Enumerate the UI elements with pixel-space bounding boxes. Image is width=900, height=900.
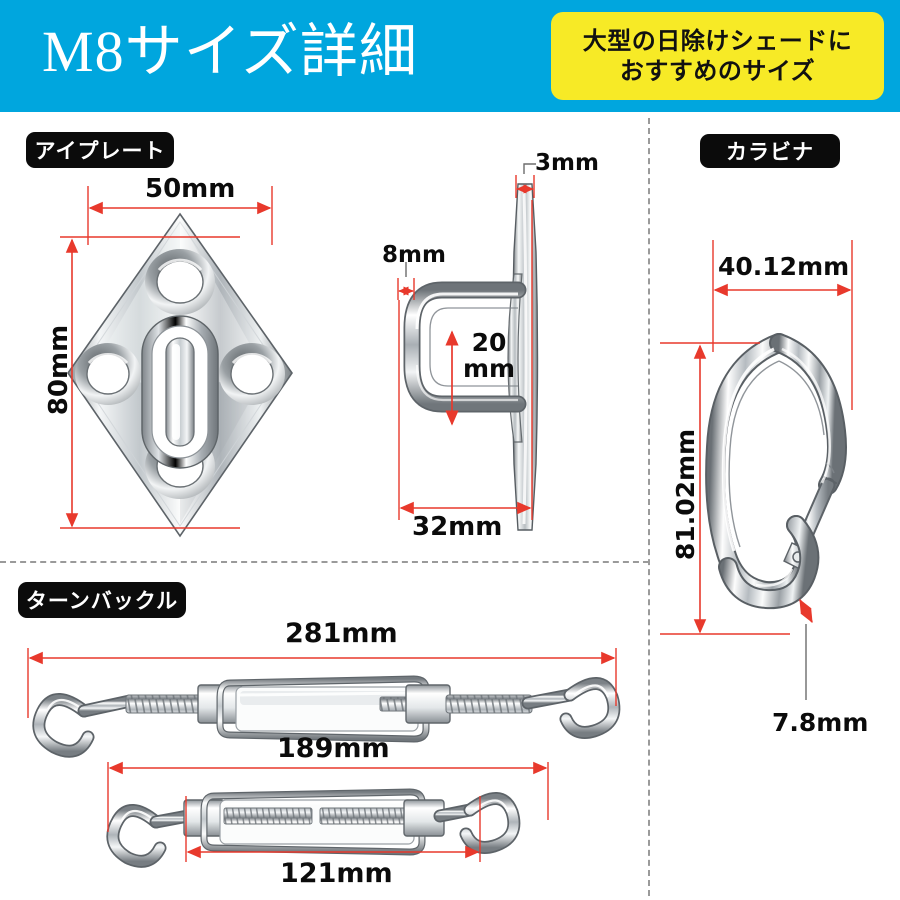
divider-horizontal <box>0 561 649 563</box>
badge-line-1: 大型の日除けシェードに <box>582 27 853 55</box>
label-loop-inner-height-unit: mm <box>463 354 516 383</box>
header-bar: M8サイズ詳細 大型の日除けシェードに おすすめのサイズ <box>0 0 900 112</box>
label-wire-diameter: 8mm <box>382 242 446 268</box>
eye-plate-front-illustration <box>67 212 293 538</box>
label-turnbuckle-retracted: 189mm <box>277 733 390 764</box>
eye-plate-side-illustration <box>403 183 539 531</box>
label-loop-inner-height-value: 20 <box>471 328 507 357</box>
label-carabiner-height: 81.02mm <box>671 428 701 561</box>
recommendation-badge: 大型の日除けシェードに おすすめのサイズ <box>551 12 884 100</box>
label-eye-plate-width: 50mm <box>145 174 236 204</box>
section-label-eye-plate: アイプレート <box>26 132 174 168</box>
label-total-depth: 32mm <box>412 512 503 542</box>
label-eye-plate-height: 80mm <box>44 324 75 416</box>
label-turnbuckle-extended: 281mm <box>285 618 398 649</box>
label-loop-inner-height: 20 mm <box>463 330 515 382</box>
carabiner-illustration <box>705 333 847 610</box>
turnbuckle-retracted-illustration <box>106 788 521 868</box>
label-turnbuckle-body: 121mm <box>280 858 393 889</box>
label-plate-thickness: 3mm <box>535 150 599 176</box>
divider-vertical <box>648 118 650 896</box>
label-carabiner-wire: 7.8mm <box>772 708 869 737</box>
label-carabiner-width: 40.12mm <box>718 252 850 281</box>
page-title: M8サイズ詳細 <box>42 19 418 84</box>
section-label-carabiner: カラビナ <box>700 134 840 168</box>
section-label-turnbuckle: ターンバックル <box>18 582 186 618</box>
badge-line-2: おすすめのサイズ <box>619 57 816 85</box>
turnbuckle-extended-illustration <box>32 675 621 758</box>
